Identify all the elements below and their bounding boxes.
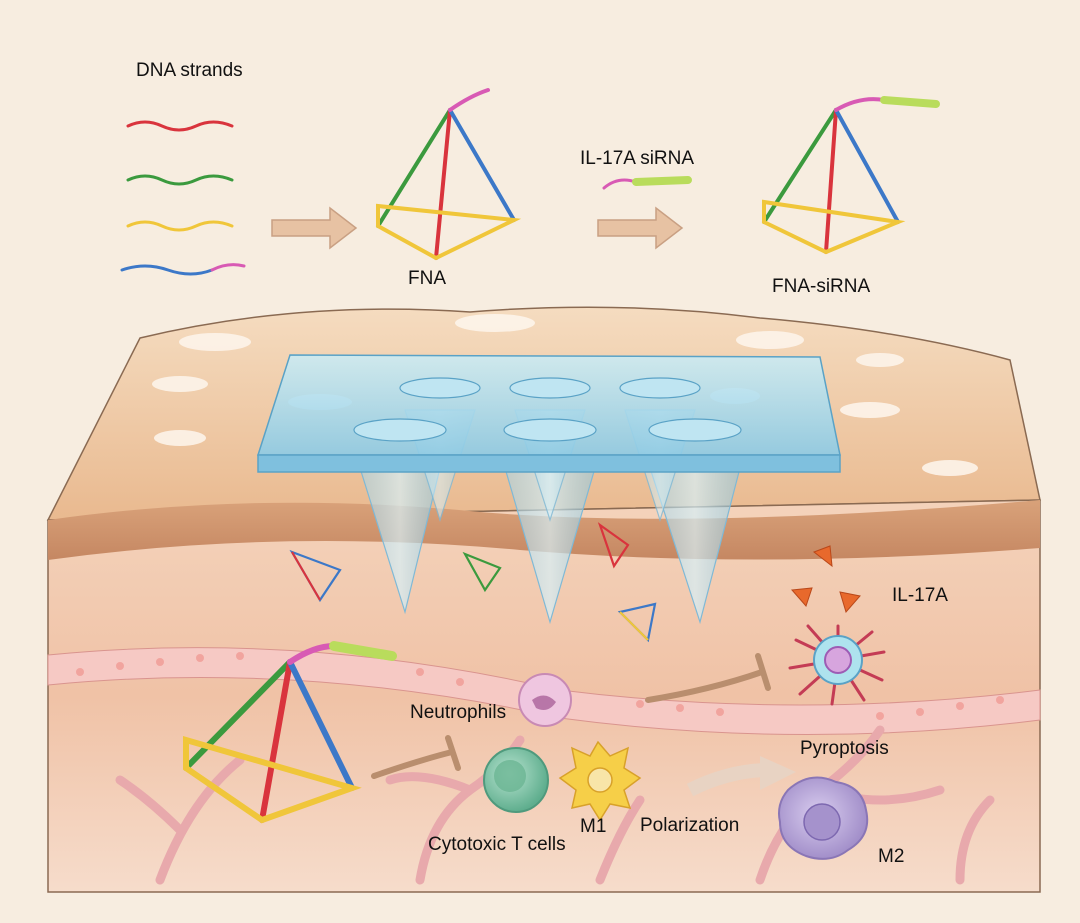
pyroptosis-cell — [788, 624, 886, 706]
inhibition-arrows — [371, 653, 771, 779]
label-il17a: IL-17A — [892, 585, 948, 606]
label-neutrophils: Neutrophils — [410, 702, 507, 723]
label-fna-sirna: FNA-siRNA — [772, 276, 871, 297]
cytotoxic-t-cell — [483, 747, 549, 813]
process-arrows — [271, 206, 684, 250]
dermal-fna-particles — [289, 522, 657, 643]
label-dna-strands: DNA strands — [136, 60, 243, 81]
label-cytotoxic-t-cells: Cytotoxic T cells — [428, 834, 566, 855]
label-m1: M1 — [580, 816, 607, 837]
fna-sirna-tetrahedron — [762, 96, 940, 255]
large-fna-sirna — [183, 641, 397, 824]
label-polarization: Polarization — [640, 815, 740, 836]
m2-macrophage — [778, 776, 869, 860]
m1-macrophage — [558, 740, 642, 822]
neutrophil-cell — [518, 673, 572, 727]
label-pyroptosis: Pyroptosis — [800, 738, 889, 759]
microneedle-patch — [256, 354, 841, 625]
il17a-proteins — [790, 545, 861, 614]
label-il17a-sirna: IL-17A siRNA — [580, 148, 695, 169]
il17a-sirna — [602, 176, 692, 190]
fna-tetrahedron — [376, 88, 522, 261]
label-fna: FNA — [408, 268, 446, 289]
dna-strands — [120, 120, 246, 276]
label-m2: M2 — [878, 846, 905, 867]
polarization-arrowhead — [760, 756, 796, 790]
